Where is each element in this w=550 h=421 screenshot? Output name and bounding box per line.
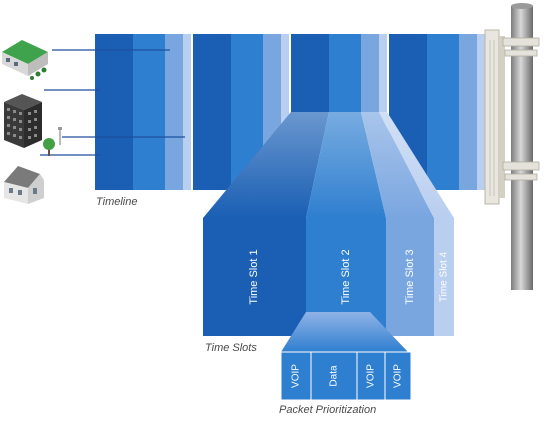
packet-block: [356, 351, 386, 401]
time-slot-funnel: [203, 112, 454, 218]
timeline-frame: [95, 34, 191, 190]
house-icon: [4, 166, 44, 204]
time-slot-1-label: Time Slot 1: [248, 249, 260, 305]
packet-funnel: [281, 312, 408, 352]
packet-label: VOIP: [365, 364, 377, 388]
packet-prioritization-caption: Packet Prioritization: [279, 404, 377, 416]
time-slot-1-block: [203, 218, 306, 336]
timeline-frame: [291, 34, 387, 112]
timeline-caption: Timeline: [96, 196, 138, 208]
packet-label: VOIP: [392, 364, 404, 388]
tree-icon: [43, 127, 62, 156]
packet-label: VOIP: [290, 364, 302, 388]
time-slot-3-block: [386, 218, 434, 336]
time-slot-4-label: Time Slot 4: [438, 251, 450, 303]
apartment-building-icon: [4, 94, 42, 148]
packet-block: [310, 351, 358, 401]
office-building-icon: [2, 40, 48, 80]
time-slot-blocks: [203, 218, 454, 336]
time-slots-caption: Time Slots: [205, 342, 257, 354]
packet-block: [384, 351, 412, 401]
packet-label: Data: [328, 365, 340, 387]
antenna-tower-icon: [484, 3, 540, 290]
time-slot-3-label: Time Slot 3: [404, 249, 416, 305]
time-slot-4-block: [434, 218, 454, 336]
packet-block: [280, 351, 312, 401]
packet-blocks: [280, 351, 412, 401]
time-slot-2-label: Time Slot 2: [340, 249, 352, 305]
